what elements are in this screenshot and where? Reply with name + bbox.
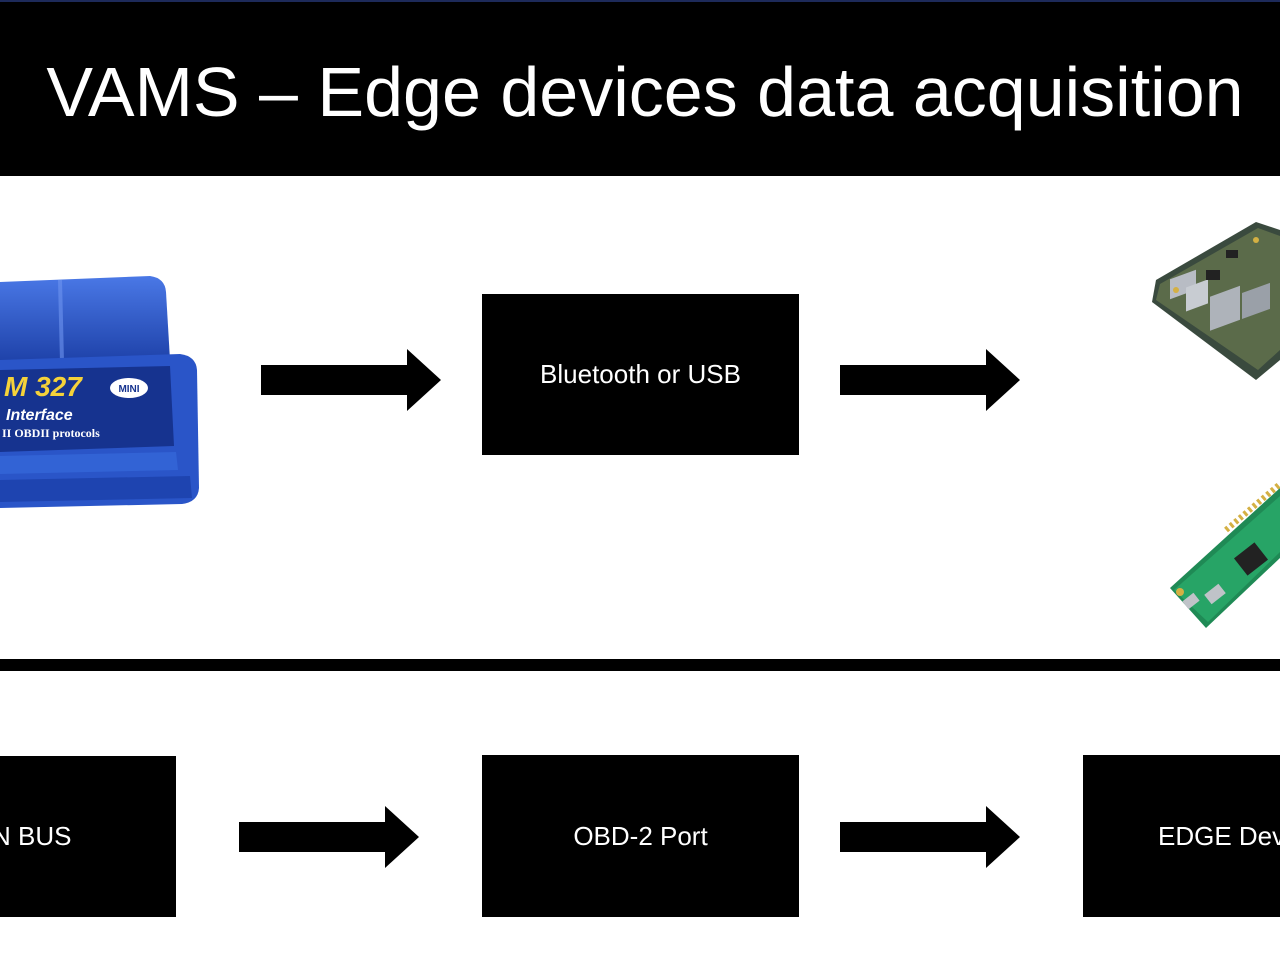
edge-device-label: EDGE Dev: [1158, 820, 1280, 851]
page-title: VAMS – Edge devices data acquisition: [46, 53, 1244, 131]
title-bar: VAMS – Edge devices data acquisition: [0, 0, 1280, 176]
raspberry-pi-zero-image: [1170, 481, 1280, 628]
dongle-label-interface: Interface: [6, 407, 73, 424]
right-arrow-icon: [840, 349, 1020, 411]
bluetooth-usb-box: Bluetooth or USB: [482, 294, 799, 455]
dongle-label-protocols: II OBDII protocols: [2, 426, 100, 440]
right-arrow-icon: [261, 349, 441, 411]
obd2-port-box: OBD-2 Port: [482, 755, 799, 917]
bluetooth-usb-label: Bluetooth or USB: [540, 359, 741, 389]
can-bus-box: N BUS: [0, 756, 176, 917]
dongle-label-mini: MINI: [118, 384, 139, 395]
obd-dongle-image: M 327 MINI Interface II OBDII protocols: [0, 276, 199, 508]
dongle-label-main: M 327: [4, 371, 83, 402]
edge-device-box: EDGE Dev: [1083, 755, 1280, 917]
right-arrow-icon: [239, 806, 419, 868]
single-board-computer-image: [1152, 222, 1280, 380]
section-divider: [0, 659, 1280, 671]
obd2-port-label: OBD-2 Port: [573, 820, 708, 851]
right-arrow-icon: [840, 806, 1020, 868]
can-bus-label: N BUS: [0, 821, 72, 851]
